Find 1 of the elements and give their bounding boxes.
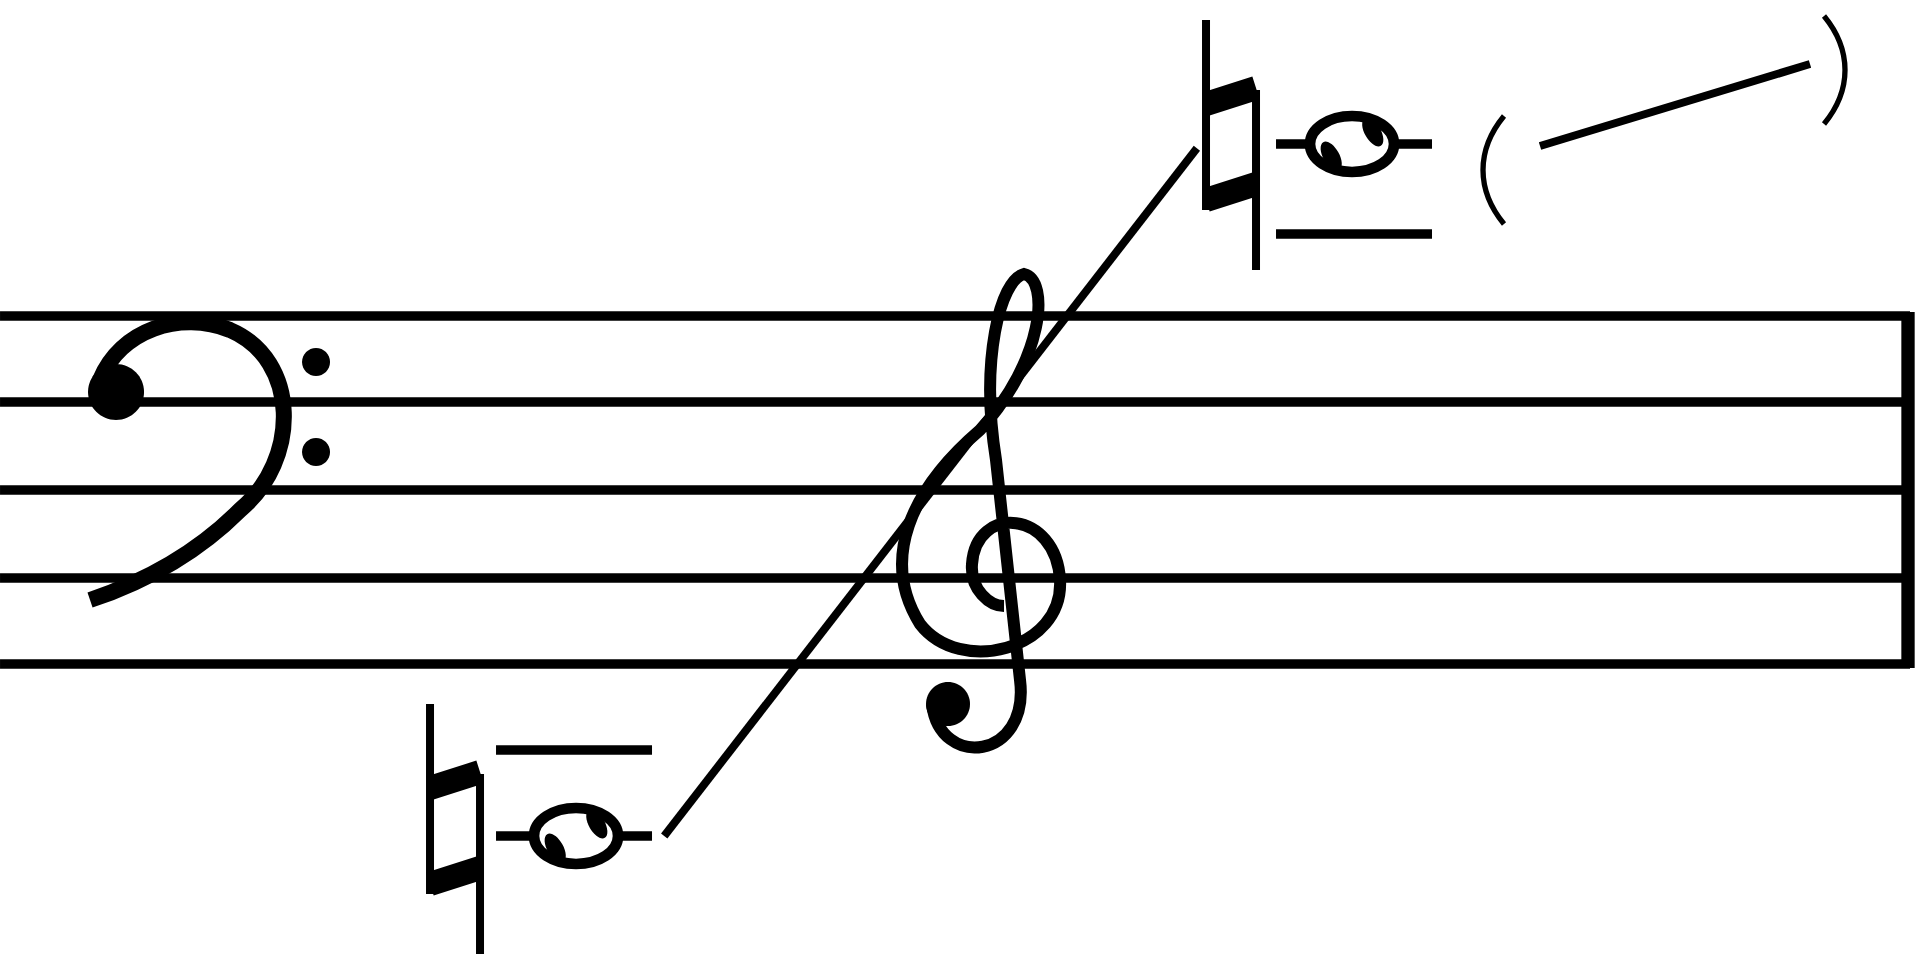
glissando-line	[661, 145, 1201, 839]
